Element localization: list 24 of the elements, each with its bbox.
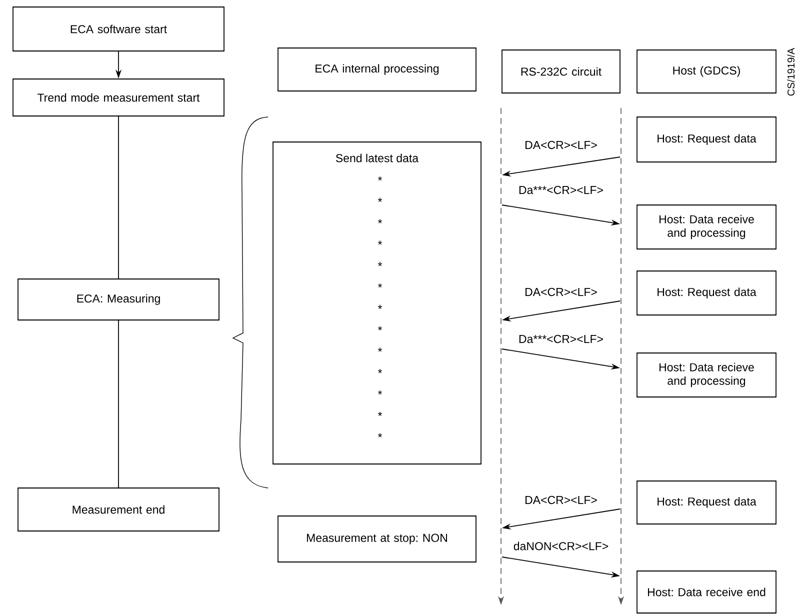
process-box: Host: Data receive and processing	[636, 204, 776, 250]
edge-label: Da***<CR><LF>	[518, 334, 605, 344]
process-box: Host: Request data	[636, 270, 776, 316]
process-box: Measurement at stop: NON	[278, 516, 476, 562]
process-box: Host (GDCS)	[636, 50, 776, 94]
process-box: Send latest data * * * * * * * * * * * * *	[272, 142, 482, 464]
process-box: Host: Request data	[636, 480, 776, 524]
process-box: ECA: Measuring	[18, 278, 220, 320]
process-box: Host: Data recieve and processing	[636, 352, 776, 398]
process-box: RS-232C circuit	[502, 50, 620, 94]
process-box: Measurement end	[18, 488, 220, 532]
connector-line	[118, 116, 119, 279]
process-box: Host: Data receive end	[636, 570, 776, 614]
connector-line	[118, 320, 119, 488]
edge-label: daNON<CR><LF>	[512, 540, 610, 552]
edge-label: DA<CR><LF>	[524, 140, 598, 150]
figure-id: CS/1919/A	[787, 48, 795, 96]
edge-label: DA<CR><LF>	[524, 494, 598, 506]
process-box: Host: Request data	[636, 116, 776, 162]
process-box: ECA software start	[12, 6, 224, 52]
edge-label: DA<CR><LF>	[524, 286, 598, 298]
process-box: Trend mode measurement start	[12, 78, 224, 116]
process-box: ECA internal processing	[278, 48, 476, 92]
edge-label: Da***<CR><LF>	[518, 184, 605, 196]
